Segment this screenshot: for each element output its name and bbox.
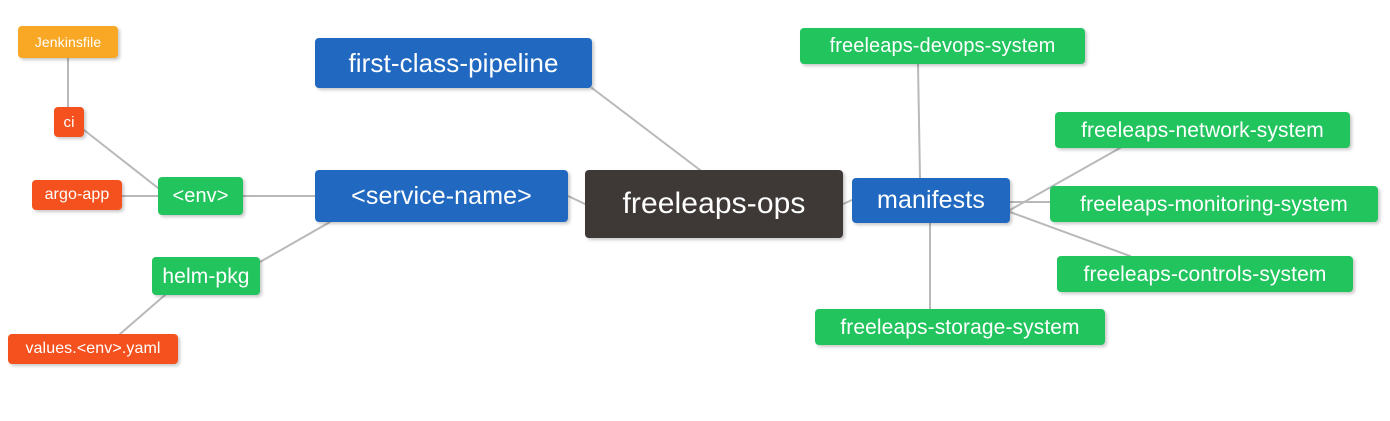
node-controls[interactable]: freeleaps-controls-system	[1057, 256, 1353, 292]
edge-manifests-to-devops	[917, 63, 921, 179]
node-ci[interactable]: ci	[54, 107, 84, 137]
node-valuesyaml[interactable]: values.<env>.yaml	[8, 334, 178, 364]
node-env[interactable]: <env>	[158, 177, 243, 215]
edge-root-to-service	[567, 195, 586, 205]
edge-service-to-helmpkg	[259, 221, 331, 263]
edge-root-to-pipeline	[591, 87, 701, 171]
node-pipeline[interactable]: first-class-pipeline	[315, 38, 592, 88]
node-jenkinsfile[interactable]: Jenkinsfile	[18, 26, 118, 58]
node-devops[interactable]: freeleaps-devops-system	[800, 28, 1085, 64]
node-root[interactable]: freeleaps-ops	[585, 170, 843, 238]
node-storage[interactable]: freeleaps-storage-system	[815, 309, 1105, 345]
node-manifests[interactable]: manifests	[852, 178, 1010, 223]
edge-helmpkg-to-valuesyaml	[119, 294, 166, 335]
edge-root-to-manifests	[842, 199, 853, 205]
node-helmpkg[interactable]: helm-pkg	[152, 257, 260, 295]
node-argoapp[interactable]: argo-app	[32, 180, 122, 210]
node-service[interactable]: <service-name>	[315, 170, 568, 222]
node-monitoring[interactable]: freeleaps-monitoring-system	[1050, 186, 1378, 222]
node-network[interactable]: freeleaps-network-system	[1055, 112, 1350, 148]
